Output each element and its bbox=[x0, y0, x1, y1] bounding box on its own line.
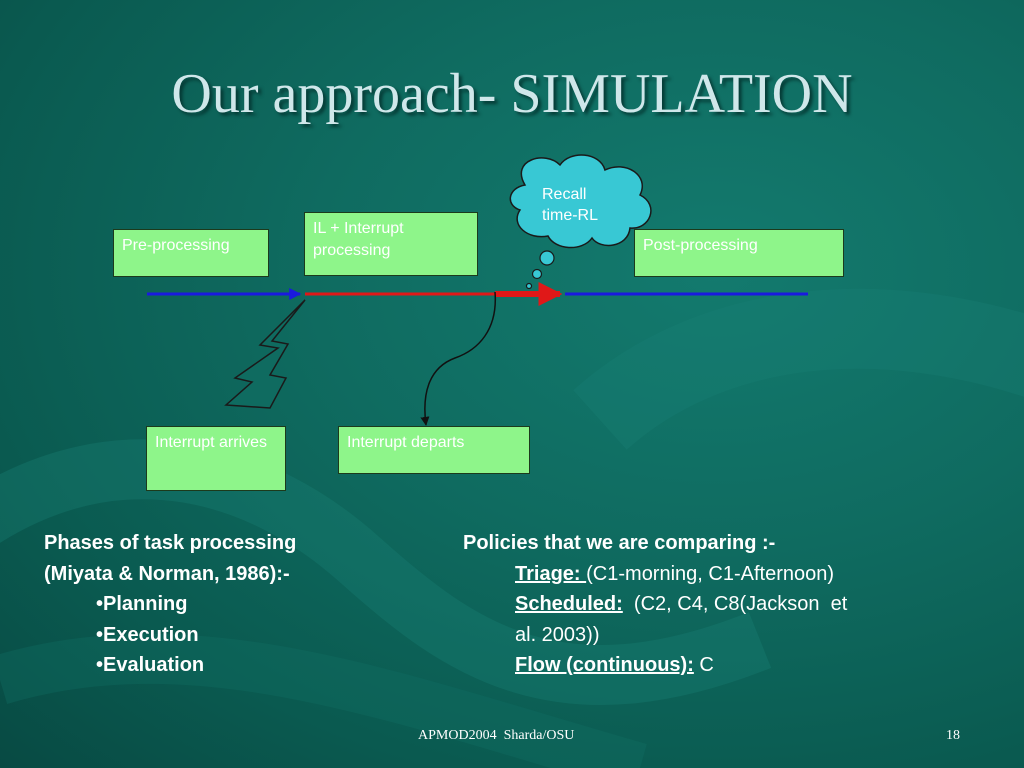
slide-title: Our approach- SIMULATION bbox=[171, 63, 853, 125]
policy-triage: Triage: (C1-morning, C1-Afternoon) bbox=[515, 562, 835, 585]
phases-heading-2: (Miyata & Norman, 1986):- bbox=[44, 562, 290, 585]
lightning-bolt-icon bbox=[224, 299, 306, 409]
interrupt-departs-box: Interrupt departs bbox=[338, 426, 530, 474]
il-interrupt-box: IL + Interrupt processing bbox=[304, 212, 478, 276]
pre-processing-label: Pre-processing bbox=[122, 237, 230, 254]
phases-list: Phases of task processing (Miyata & Norm… bbox=[44, 528, 296, 681]
pre-processing-box: Pre-processing bbox=[113, 229, 269, 277]
phase-item: •Planning bbox=[96, 593, 188, 615]
post-processing-label: Post-processing bbox=[643, 237, 758, 254]
recall-time-label: Recall time-RL bbox=[542, 186, 599, 224]
phase-item: •Execution bbox=[96, 623, 199, 646]
page-number: 18 bbox=[946, 728, 960, 743]
il-interrupt-label: IL + Interrupt processing bbox=[313, 220, 404, 259]
footer-text: APMOD2004 Sharda/OSU bbox=[418, 728, 575, 743]
interrupt-arrives-label: Interrupt arrives bbox=[155, 434, 268, 451]
phase-item: •Evaluation bbox=[96, 654, 205, 676]
policy-scheduled: Scheduled: (C2, C4, C8(Jackson et bbox=[515, 593, 848, 615]
recall-thought-cloud bbox=[509, 154, 652, 290]
phases-heading-1: Phases of task processing bbox=[44, 532, 297, 554]
interrupt-departs-label: Interrupt departs bbox=[347, 434, 465, 451]
post-processing-box: Post-processing bbox=[634, 229, 844, 277]
interrupt-arrives-box: Interrupt arrives bbox=[146, 426, 286, 491]
policies-list: Policies that we are comparing :- Triage… bbox=[463, 528, 847, 681]
departs-curve-arrow bbox=[420, 291, 496, 426]
policy-flow: Flow (continuous): C bbox=[515, 654, 714, 676]
policy-scheduled-cont: al. 2003)) bbox=[515, 623, 600, 646]
policies-heading: Policies that we are comparing :- bbox=[463, 532, 776, 554]
